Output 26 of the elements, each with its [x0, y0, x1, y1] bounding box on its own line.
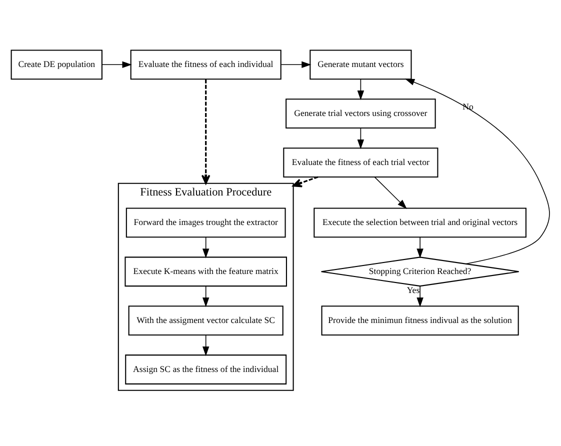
arrow — [404, 78, 550, 264]
node-box: Create DE population — [10, 49, 102, 80]
arrow — [202, 236, 210, 258]
node-box: Generate mutant vectors — [310, 49, 412, 80]
node-box: Provide the minimun fitness indivual as the solution — [321, 305, 519, 336]
arrow — [102, 60, 132, 68]
arrow — [202, 334, 210, 356]
arrow — [292, 176, 318, 187]
node-box: Evaluate the fitness of each individual — [130, 49, 282, 80]
node-box: Forward the images trought the extractor — [126, 207, 286, 238]
node-box: Assign SC as the fitness of the individual — [125, 354, 287, 384]
arrow — [416, 236, 424, 258]
node-box: Execute K-means with the feature matrix — [124, 256, 287, 286]
arrow — [374, 176, 407, 208]
arrow — [202, 285, 210, 307]
arrow — [280, 60, 312, 68]
node-box: Generate trial vectors using crossover — [286, 98, 436, 128]
node-diamond: Stopping Criterion Reached? — [320, 256, 520, 286]
arrow — [201, 78, 210, 184]
node-box: With the assigment vector calculate SC — [128, 305, 284, 336]
edge-label: Yes — [406, 284, 420, 295]
arrow — [357, 78, 364, 100]
arrow — [357, 127, 364, 149]
arrow — [416, 285, 424, 307]
node-box: Execute the selection between trial and original vectors — [314, 207, 526, 238]
node-box: Evaluate the fitness of each trial vector — [283, 147, 438, 177]
